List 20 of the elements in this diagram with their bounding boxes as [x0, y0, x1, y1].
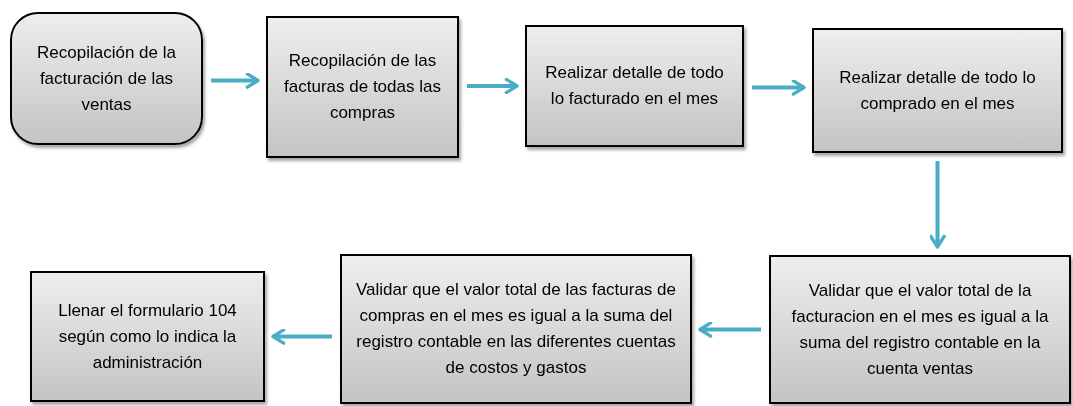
process-box [812, 28, 1063, 153]
process-box [525, 25, 744, 147]
step-text: Realizar detalle de todo lo comprado en el mes [838, 66, 1037, 115]
step-text: Validar que el valor total de las facturas de compras en el mes es igual a la suma del registro contable en las diferentes cuentas de costos y gastos [354, 279, 677, 379]
arrow [467, 77, 519, 95]
arrow [752, 79, 806, 96]
arrow [698, 321, 761, 338]
arrow [211, 72, 260, 89]
step-text: Recopilación de las facturas de todas las compras [283, 50, 442, 124]
process-box [769, 255, 1071, 404]
arrow [271, 328, 332, 345]
process-box [30, 271, 265, 402]
step-text: Validar que el valor total de la facturacion en el mes es igual a la suma del registro contable en la cuenta ventas [790, 279, 1050, 380]
process-box [10, 12, 203, 145]
process-box [266, 16, 459, 158]
process-box [340, 254, 692, 404]
step-text: Llenar el formulario 104 según como lo indica la administración [57, 299, 238, 374]
arrow [929, 161, 946, 249]
step-text: Recopilación de la facturación de las ventas [36, 41, 177, 116]
step-text: Realizar detalle de todo lo facturado en el mes [544, 62, 725, 110]
